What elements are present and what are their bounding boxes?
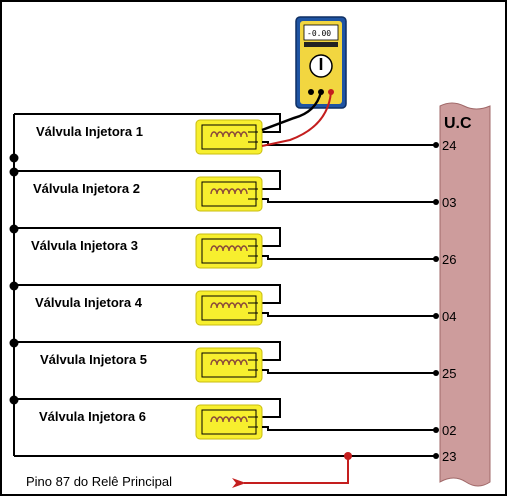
signal-wire-4 [262,312,436,317]
pin-23-label: 23 [442,449,456,464]
pin-terminal-6 [433,427,439,433]
bus-junction-dot-4 [9,281,19,291]
pin-label-6: 02 [442,423,456,438]
injector-label-4: Válvula Injetora 4 [35,295,143,310]
signal-wire-5 [262,369,436,374]
pin-terminal-23 [433,453,439,459]
pin-terminal-4 [433,313,439,319]
pin-terminal-1 [433,142,439,148]
injector-row-4: 04 Válvula Injetora 4 [9,281,456,326]
injector-row-6: 02 Válvula Injetora 6 [9,395,456,440]
injector-label-2: Válvula Injetora 2 [33,181,140,196]
bus-junction-dot-6 [9,395,19,405]
injector-coil-icon-5 [210,359,248,366]
injector-row-2: 03 Válvula Injetora 2 [9,167,456,212]
injector-label-1: Válvula Injetora 1 [36,124,143,139]
multimeter-black-lead [261,91,323,132]
relay-feed-wire [232,452,352,488]
injector-rows: 24 Válvula Injetora 1 03 Válvula Injetora 2… [9,113,456,440]
pin-terminal-5 [433,370,439,376]
supply-wire-6 [14,398,281,418]
pin-label-3: 26 [442,252,456,267]
injector-coil-icon-3 [210,245,248,252]
injector-frame-3 [201,238,257,264]
injector-coil-icon-1 [210,131,248,138]
injector-row-3: 26 Válvula Injetora 3 [9,224,456,269]
injector-frame-5 [201,352,257,378]
injector-frame-2 [201,181,257,207]
ecu-label: U.C [444,115,472,132]
pin-label-5: 25 [442,366,456,381]
multimeter: -0.00 [295,16,347,109]
supply-wire-5 [14,341,281,361]
injector-coil-icon-4 [210,302,248,309]
injector-row-5: 25 Válvula Injetora 5 [9,338,456,383]
pin-terminal-2 [433,199,439,205]
relay-junction-dot [344,452,352,460]
multimeter-com-jack [308,89,314,95]
multimeter-reading: -0.00 [307,29,331,38]
relay-pin-label: Pino 87 do Relê Principal [26,474,172,489]
injector-row-1: 24 Válvula Injetora 1 [14,113,456,155]
signal-wire-6 [262,426,436,431]
supply-wire-3 [14,227,281,247]
injector-frame-6 [201,409,257,435]
supply-wire-4 [14,284,281,304]
ecu-connector-strip [439,102,491,487]
multimeter-red-lead [261,91,332,147]
pin-label-2: 03 [442,195,456,210]
bus-junction-dot-top [9,153,19,163]
injector-label-6: Válvula Injetora 6 [39,409,146,424]
pin-terminal-3 [433,256,439,262]
injector-label-5: Válvula Injetora 5 [40,352,147,367]
multimeter-display [303,24,339,41]
injector-frame-1 [201,124,257,150]
supply-wire-2 [14,170,281,190]
multimeter-button-row [304,42,338,47]
bus-junction-dot-5 [9,338,19,348]
pin-label-1: 24 [442,138,456,153]
signal-wire-1 [262,141,436,146]
injector-frame-4 [201,295,257,321]
injector-coil-icon-2 [210,188,248,195]
bus-junction-dot-2 [9,167,19,177]
signal-wire-3 [262,255,436,260]
injector-coil-icon-6 [210,416,248,423]
bus-junction-dot-3 [9,224,19,234]
relay-arrow-icon [232,478,246,488]
injector-label-3: Válvula Injetora 3 [31,238,138,253]
signal-wire-2 [262,198,436,203]
pin-label-4: 04 [442,309,456,324]
relay-pin-row: 23 [433,449,456,464]
